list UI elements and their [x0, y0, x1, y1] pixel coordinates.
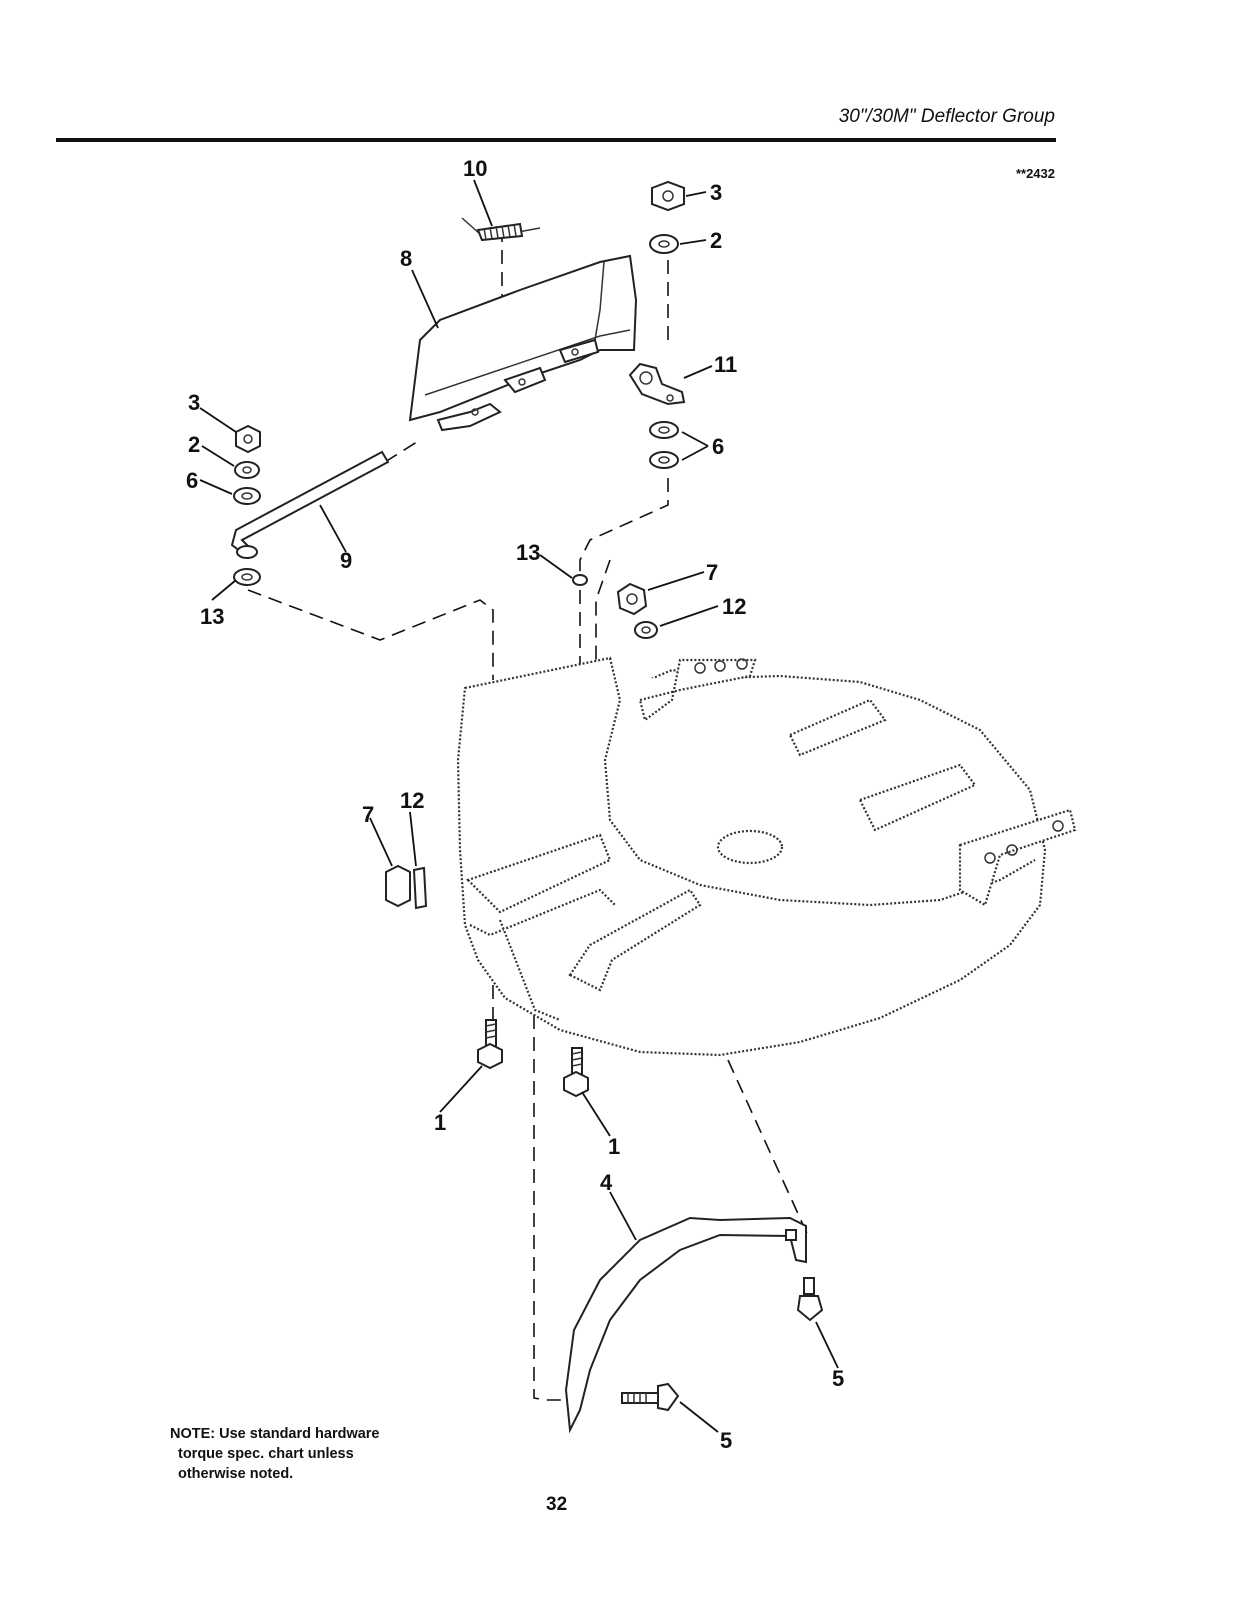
callout-3-left: 3: [188, 390, 200, 415]
callout-10: 10: [463, 156, 487, 181]
note-line-2: torque spec. chart unless: [178, 1446, 354, 1462]
callout-labels: 10 3 2 8 11 6 3 2 6 9 13 13 7 12 12 7 1 …: [186, 156, 844, 1453]
callout-6-left: 6: [186, 468, 198, 493]
callout-13-middle: 13: [516, 540, 540, 565]
deflector-part-8: [408, 254, 638, 432]
callout-8: 8: [400, 246, 412, 271]
note-line-1: NOTE: Use standard hardware: [170, 1426, 380, 1442]
callout-3-top: 3: [710, 180, 722, 205]
callout-5-bottom: 5: [720, 1428, 732, 1453]
bolts-part-1: [477, 1019, 589, 1098]
callout-2-left: 2: [188, 432, 200, 457]
clamp-part-11: [628, 362, 686, 406]
callout-7-left: 7: [362, 802, 374, 827]
callout-1-right: 1: [608, 1134, 620, 1159]
page-number: 32: [546, 1494, 568, 1515]
diagram-code: **2432: [1015, 166, 1055, 181]
deck-housing: [456, 656, 1077, 1057]
callout-12-top: 12: [722, 594, 746, 619]
callout-13-left: 13: [200, 604, 224, 629]
callout-11: 11: [714, 352, 737, 377]
callout-4: 4: [600, 1170, 613, 1195]
callout-5-right: 5: [832, 1366, 844, 1391]
lower-deflector-part-4: [564, 1216, 807, 1434]
hardware-note: NOTE: Use standard hardware torque spec.…: [170, 1424, 430, 1484]
callout-7-top: 7: [706, 560, 718, 585]
section-title: 30"/30M" Deflector Group: [838, 106, 1055, 127]
hardware-middle: [572, 574, 658, 639]
header-rule: [56, 138, 1056, 142]
callout-9: 9: [340, 548, 352, 573]
spring-part-10: [461, 217, 541, 242]
note-line-3: otherwise noted.: [178, 1466, 294, 1482]
callout-1-left: 1: [434, 1110, 446, 1135]
callout-6-right: 6: [712, 434, 724, 459]
hardware-left: [233, 424, 261, 586]
hardware-top-right: [649, 180, 685, 469]
callout-12-left: 12: [400, 788, 424, 813]
callout-2-top: 2: [710, 228, 722, 253]
bolts-part-5: [621, 1277, 824, 1412]
hardware-deck-left: [385, 864, 428, 910]
leader-lines: [199, 179, 839, 1433]
